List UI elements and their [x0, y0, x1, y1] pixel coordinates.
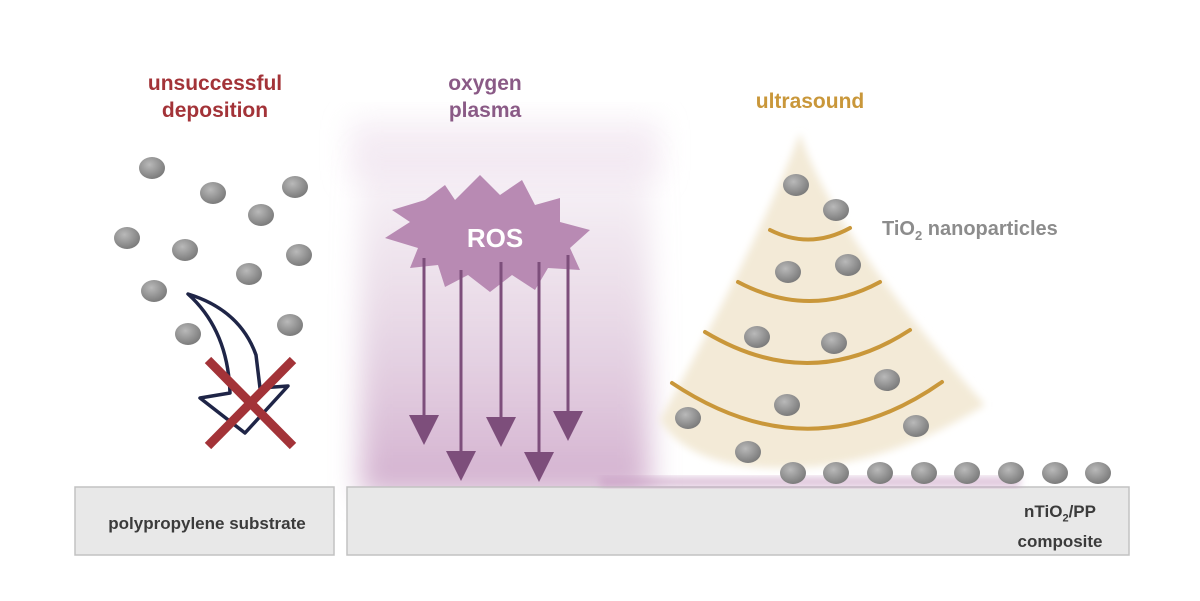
- particle: [1042, 462, 1068, 484]
- particle: [823, 199, 849, 221]
- particle: [141, 280, 167, 302]
- particle: [286, 244, 312, 266]
- particle: [780, 462, 806, 484]
- label-part: /PP: [1068, 502, 1096, 521]
- particle: [783, 174, 809, 196]
- label-part: nanoparticles: [922, 218, 1058, 240]
- ros-label: ROS: [466, 223, 524, 253]
- particle: [744, 326, 770, 348]
- particle: [903, 415, 929, 437]
- label-part: TiO: [882, 218, 915, 240]
- particle: [735, 441, 761, 463]
- particle: [282, 176, 308, 198]
- substrate-right: [346, 477, 1130, 556]
- plasma-glow: [350, 120, 660, 495]
- label-line: composite: [1017, 532, 1103, 552]
- rebound-arrow-icon: [186, 292, 290, 435]
- particle: [172, 239, 198, 261]
- label-line: deposition: [161, 99, 269, 122]
- particle: [874, 369, 900, 391]
- particle: [175, 323, 201, 345]
- particle: [835, 254, 861, 276]
- unsuccessful-deposition-label: unsuccessful deposition: [120, 70, 310, 124]
- particle: [200, 182, 226, 204]
- particle: [248, 204, 274, 226]
- label-line: plasma: [448, 99, 522, 122]
- particles-deposited: [780, 462, 1111, 484]
- label-part: nTiO: [1024, 502, 1063, 521]
- particle: [775, 261, 801, 283]
- oxygen-plasma-label: oxygen plasma: [410, 70, 560, 124]
- particle: [821, 332, 847, 354]
- label-subscript: 2: [1062, 512, 1069, 525]
- particle: [277, 314, 303, 336]
- particle: [823, 462, 849, 484]
- label-line: oxygen: [448, 72, 522, 95]
- particle: [998, 462, 1024, 484]
- label-line: nTiO2/PP: [1000, 500, 1120, 530]
- polypropylene-substrate-label: polypropylene substrate: [108, 514, 306, 533]
- particle: [675, 407, 701, 429]
- particle: [867, 462, 893, 484]
- composite-label: nTiO2/PP composite: [1000, 500, 1120, 554]
- particles-ultrasound: [675, 174, 929, 463]
- tio2-nanoparticles-label: TiO2 nanoparticles: [882, 216, 1058, 249]
- label-line: unsuccessful: [147, 72, 283, 95]
- cross-icon: [204, 356, 297, 450]
- particle: [139, 157, 165, 179]
- plasma-arrows: [409, 255, 583, 482]
- particle: [1085, 462, 1111, 484]
- particle: [911, 462, 937, 484]
- ultrasound-waves: [670, 226, 944, 431]
- substrate-left: [74, 486, 335, 556]
- ultrasound-label: ultrasound: [755, 90, 865, 113]
- particle: [236, 263, 262, 285]
- particle: [774, 394, 800, 416]
- label-subscript: 2: [914, 228, 923, 243]
- particles-left: [114, 157, 312, 345]
- particle: [954, 462, 980, 484]
- particle: [114, 227, 140, 249]
